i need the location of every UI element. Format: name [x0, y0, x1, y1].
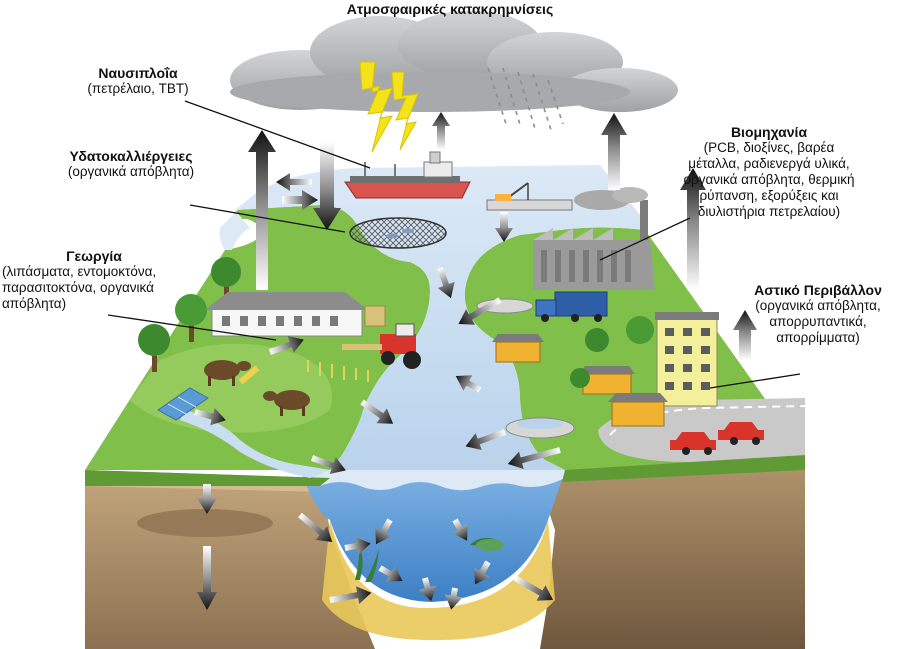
oil-platform-icon	[486, 182, 573, 211]
diagram-title: Ατμοσφαιρικές κατακρημνίσεις	[346, 1, 554, 17]
ship-icon	[344, 151, 471, 199]
label-industry: Βιομηχανία (PCB, διοξίνες, βαρέα μέταλλα…	[668, 124, 870, 219]
solar-panel-icon	[157, 387, 209, 421]
water-body	[300, 470, 565, 602]
seaweed-icon	[355, 537, 504, 582]
car-icon	[670, 422, 764, 455]
label-agriculture-detail-3: απόβλητα)	[2, 295, 67, 311]
river	[180, 165, 645, 478]
label-agriculture: Γεωργία (λιπάσματα, εντομοκτόνα, παρασιτ…	[2, 248, 186, 312]
house-icon	[492, 334, 668, 427]
label-urban: Αστικό Περιβάλλον (οργανικά απόβλητα, απ…	[738, 282, 898, 346]
label-industry-detail-3: οργανικά απόβλητα, θερμική	[683, 171, 855, 187]
label-aquaculture-title: Υδατοκαλλιέργειες	[69, 148, 193, 164]
label-agriculture-detail-2: παρασιτοκτόνα, οργανικά	[2, 280, 154, 296]
soil-right	[535, 455, 805, 649]
rain-icon	[487, 67, 564, 133]
tractor-icon	[307, 323, 421, 382]
apartment-building-icon	[655, 312, 719, 407]
label-shipping: Ναυσιπλοΐα (πετρέλαιο, TBT)	[38, 65, 238, 97]
label-aquaculture: Υδατοκαλλιέργειες (οργανικά απόβλητα)	[20, 148, 242, 180]
lightning-icon	[359, 61, 419, 153]
cow-icon	[204, 360, 310, 416]
label-agriculture-detail-1: (λιπάσματα, εντομοκτόνα,	[2, 264, 157, 280]
label-industry-detail-4: ρύπανση, εξορύξεις και	[699, 187, 839, 203]
label-industry-detail-5: διυλιστήρια πετρελαίου)	[697, 203, 841, 219]
truck-icon	[535, 291, 608, 322]
label-agriculture-title: Γεωργία	[66, 248, 122, 264]
label-aquaculture-detail: (οργανικά απόβλητα)	[67, 164, 195, 180]
label-urban-title: Αστικό Περιβάλλον	[754, 282, 882, 298]
fish-cage-icon	[349, 217, 447, 249]
cloud-icon	[230, 11, 678, 112]
label-shipping-title: Ναυσιπλοΐα	[98, 65, 178, 81]
tree-icon	[138, 257, 654, 388]
flow-arrow-icon	[194, 112, 757, 610]
farmhouse-icon	[205, 292, 386, 337]
label-urban-detail-1: (οργανικά απόβλητα,	[755, 298, 881, 314]
label-industry-detail-2: μέταλλα, ραδιενεργά υλικά,	[688, 156, 850, 172]
label-industry-detail-1: (PCB, διοξίνες, βαρέα	[703, 140, 835, 156]
label-industry-title: Βιομηχανία	[730, 124, 808, 140]
sediment-layer	[322, 520, 555, 641]
label-urban-detail-2: απορρυπαντικά,	[769, 314, 867, 330]
label-urban-detail-3: απορρίμματα)	[776, 329, 860, 345]
factory-icon	[533, 187, 655, 290]
label-shipping-detail: (πετρέλαιο, TBT)	[87, 81, 189, 97]
leader-lines	[107, 100, 801, 389]
